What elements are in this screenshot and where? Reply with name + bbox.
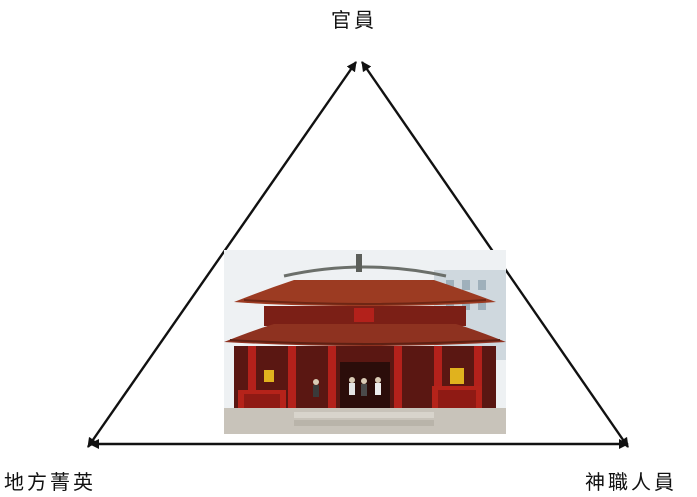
node-label-officials: 官員	[331, 8, 377, 32]
node-label-local-elite: 地方菁英	[4, 470, 96, 494]
edge-top-left	[87, 61, 357, 448]
node-label-clergy: 神職人員	[585, 470, 677, 494]
temple-photo	[224, 250, 506, 434]
